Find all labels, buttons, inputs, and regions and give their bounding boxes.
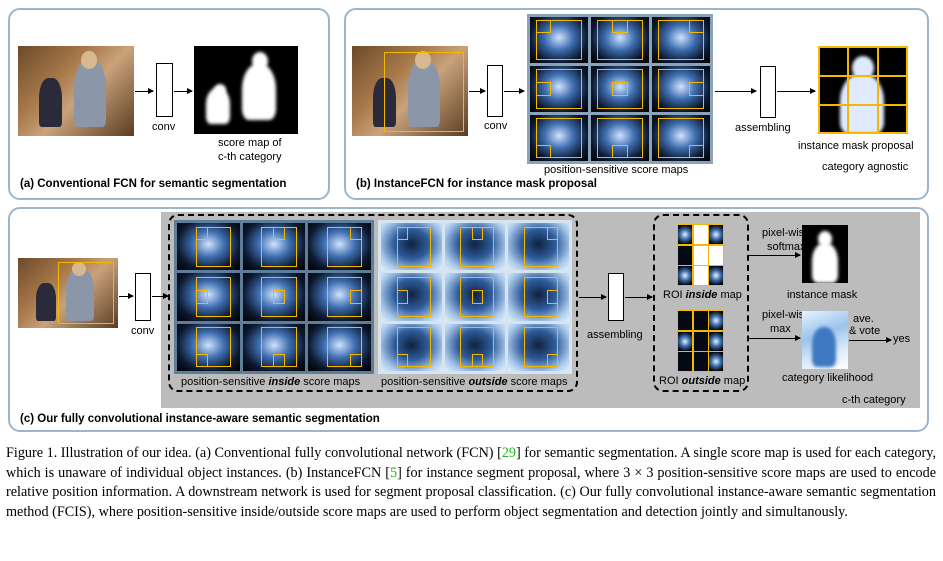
score-map-cell xyxy=(530,115,588,161)
panel-b-title: (b) InstanceFCN for instance mask propos… xyxy=(356,178,597,190)
reference-link-5[interactable]: 5 xyxy=(389,464,398,481)
max-label: max xyxy=(770,323,791,335)
softmax-arrow xyxy=(748,252,801,258)
panel-b-instance-mask xyxy=(818,46,908,134)
panel-b-conv-block xyxy=(487,65,503,117)
reference-link-29[interactable]: 29 xyxy=(501,445,517,461)
vote-label: & vote xyxy=(849,325,881,337)
panel-a-score-map xyxy=(194,46,298,134)
outside-map-cell xyxy=(381,323,442,371)
panel-a-score-label-2: c-th category xyxy=(218,151,282,163)
panel-a-title: (a) Conventional FCN for semantic segmen… xyxy=(20,178,287,190)
outside-map-cell xyxy=(381,273,442,321)
panel-c-outside-maps xyxy=(378,220,572,374)
panel-c-inside-label: position-sensitive inside score maps xyxy=(181,376,361,388)
figure-caption: Figure 1. Illustration of our idea. (a) … xyxy=(6,445,936,520)
score-map-cell xyxy=(652,17,710,63)
inside-map-cell xyxy=(177,273,240,321)
softmax-label: softmax xyxy=(767,241,806,253)
inside-map-cell xyxy=(308,273,371,321)
panel-c-score-maps-box xyxy=(168,214,578,392)
panel-c-arrow-1 xyxy=(119,293,134,299)
score-map-cell xyxy=(591,17,649,63)
panel-c-arrow-2 xyxy=(152,293,169,299)
panel-b-arrow-4 xyxy=(777,88,816,94)
outside-map-cell xyxy=(444,323,506,371)
score-map-cell xyxy=(530,66,588,112)
score-map-cell xyxy=(652,115,710,161)
panel-a-arrow-1 xyxy=(135,88,154,94)
pixelwise-label-1: pixel-wise xyxy=(762,227,811,239)
panel-c-inside-maps xyxy=(174,220,374,374)
inside-map-cell xyxy=(177,323,240,371)
panel-c-input-image xyxy=(18,258,118,328)
panel-c-conv-block xyxy=(135,273,151,321)
panel-b-score-maps xyxy=(527,14,713,164)
panel-a-input-image xyxy=(18,46,134,136)
outside-map-cell xyxy=(508,223,569,271)
panel-b-arrow-3 xyxy=(715,88,757,94)
roi-outside-map xyxy=(677,310,724,372)
panel-c-outside-label: position-sensitive outside score maps xyxy=(381,376,568,388)
panel-b-arrow-1 xyxy=(469,88,486,94)
outside-map-cell xyxy=(444,223,506,271)
instance-mask-image xyxy=(802,225,848,283)
outside-map-cell xyxy=(444,273,506,321)
panel-c-assembling-block xyxy=(608,273,624,321)
outside-map-cell xyxy=(381,223,442,271)
inside-map-cell xyxy=(308,323,371,371)
score-map-cell xyxy=(530,17,588,63)
inside-map-cell xyxy=(242,273,306,321)
roi-inside-map xyxy=(677,224,724,286)
cth-category-label: c-th category xyxy=(842,394,906,406)
inside-map-cell xyxy=(242,323,306,371)
vote-arrow xyxy=(849,337,892,343)
inside-map-cell xyxy=(242,223,306,271)
score-map-cell xyxy=(652,66,710,112)
panel-a-arrow-2 xyxy=(174,88,193,94)
panel-c-title: (c) Our fully convolutional instance-awa… xyxy=(20,413,380,425)
panel-c-conv-label: conv xyxy=(131,325,155,337)
panel-a-conv-label: conv xyxy=(152,121,176,133)
panel-a-conv-block xyxy=(156,63,173,117)
inside-map-cell xyxy=(308,223,371,271)
outside-map-cell xyxy=(508,323,569,371)
ave-label: ave. xyxy=(853,313,874,325)
panel-c-arrow-4 xyxy=(625,294,653,300)
roi-outside-label: ROI outside map xyxy=(659,375,746,387)
panel-c-arrow-3 xyxy=(579,294,607,300)
max-arrow xyxy=(748,335,801,341)
panel-b-proposal-label: instance mask proposal xyxy=(798,140,914,152)
yes-label: yes xyxy=(893,333,911,345)
panel-b-assembling-label: assembling xyxy=(735,122,791,134)
panel-b-arrow-2 xyxy=(504,88,525,94)
panel-a-score-label-1: score map of xyxy=(218,137,282,149)
panel-b-maps-label: position-sensitive score maps xyxy=(544,164,689,176)
panel-b-agnostic-label: category agnostic xyxy=(822,161,909,173)
inside-map-cell xyxy=(177,223,240,271)
category-likelihood-label: category likelihood xyxy=(782,372,874,384)
score-map-cell xyxy=(591,115,649,161)
panel-b-input-image xyxy=(352,46,468,136)
outside-map-cell xyxy=(508,273,569,321)
panel-c-assembling-label: assembling xyxy=(587,329,643,341)
pixelwise-label-2: pixel-wise xyxy=(762,309,811,321)
category-likelihood-image xyxy=(802,311,848,369)
instance-mask-label: instance mask xyxy=(787,289,858,301)
score-map-cell xyxy=(591,66,649,112)
panel-c-roi-box xyxy=(653,214,749,392)
panel-b-conv-label: conv xyxy=(484,120,508,132)
roi-inside-label: ROI inside map xyxy=(663,289,742,301)
panel-b-assembling-block xyxy=(760,66,776,118)
